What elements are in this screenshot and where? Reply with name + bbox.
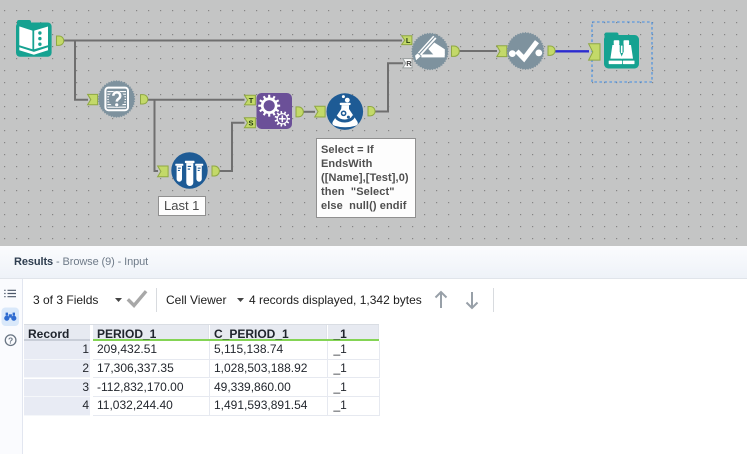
svg-text:R: R xyxy=(406,59,412,68)
svg-text:?: ? xyxy=(8,336,13,346)
svg-text:S: S xyxy=(248,119,253,128)
svg-text:L: L xyxy=(406,36,411,45)
svg-text:T: T xyxy=(249,96,254,105)
